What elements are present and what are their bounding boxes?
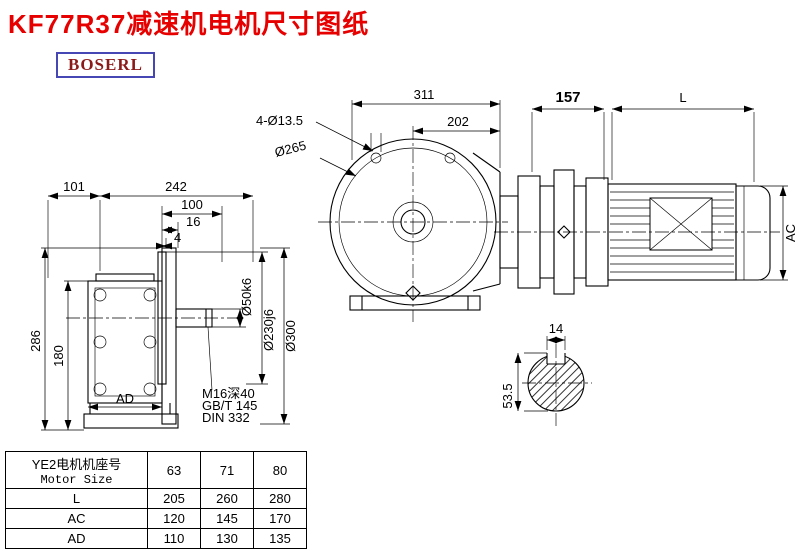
cell-L-71: 260	[200, 488, 254, 509]
gear-housing	[87, 280, 163, 404]
front-view-dimensions: 311 202 4-Ø13.5 Ø265	[256, 87, 501, 177]
table-size-col-2: 71	[200, 451, 254, 489]
housing-bolt	[93, 288, 107, 302]
table-header-en: Motor Size	[40, 472, 113, 487]
shaft-section-view	[522, 344, 592, 426]
dim-d265: Ø265	[273, 138, 307, 160]
dim-53-5: 53.5	[500, 383, 515, 408]
dim-101: 101	[63, 179, 85, 194]
table-size-col-1: 63	[147, 451, 201, 489]
flange-bolt-hole	[370, 152, 382, 164]
table-row-AC: AC 120 145 170	[5, 508, 307, 529]
cell-AD-63: 110	[147, 528, 201, 549]
dim-AD: AD	[116, 391, 134, 406]
standard-note-din: DIN 332	[202, 410, 250, 425]
shaft-section-dimensions: 14 53.5	[500, 321, 566, 412]
flange-plug	[557, 225, 571, 239]
motor-view	[494, 169, 780, 295]
side-view-dimensions: 101 242 100 16 4 286 180 AD Ø50k6	[28, 179, 298, 431]
fan-cover	[735, 185, 771, 281]
row-label-L: L	[5, 488, 148, 509]
housing-foot	[349, 295, 481, 311]
dim-d50: Ø50k6	[239, 278, 254, 316]
front-view	[318, 126, 508, 322]
cell-AD-71: 130	[200, 528, 254, 549]
table-row-AD: AD 110 130 135	[5, 528, 307, 549]
table-size-col-3: 80	[253, 451, 307, 489]
cell-AD-80: 135	[253, 528, 307, 549]
mounting-base	[83, 413, 179, 429]
dim-242: 242	[165, 179, 187, 194]
output-flange	[161, 247, 177, 425]
row-label-AC: AC	[5, 508, 148, 529]
cell-AC-71: 145	[200, 508, 254, 529]
cell-L-80: 280	[253, 488, 307, 509]
brand-logo: BOSERL	[56, 52, 155, 78]
dim-14: 14	[549, 321, 563, 336]
dim-L: L	[679, 90, 686, 105]
dim-d300: Ø300	[283, 320, 298, 352]
table-row-L: L 205 260 280	[5, 488, 307, 509]
page-title: KF77R37减速机电机尺寸图纸	[8, 9, 370, 39]
dim-AC: AC	[783, 224, 798, 242]
standard-note-gbt: GB/T 145	[202, 398, 257, 413]
table-header-row: YE2电机机座号 Motor Size 63 71 80	[5, 451, 307, 489]
dim-d230: Ø230j6	[261, 309, 276, 351]
oil-plug	[405, 285, 421, 301]
cell-AC-63: 120	[147, 508, 201, 529]
dim-202: 202	[447, 114, 469, 129]
cell-L-63: 205	[147, 488, 201, 509]
dim-180: 180	[51, 345, 66, 367]
dim-16: 16	[186, 214, 200, 229]
motor-view-dimensions: 157 L AC	[531, 89, 798, 281]
dim-286: 286	[28, 330, 43, 352]
thread-note: M16深40	[202, 386, 255, 401]
dim-311: 311	[414, 87, 435, 102]
dim-bolt-holes: 4-Ø13.5	[256, 113, 303, 128]
motor-size-table: YE2电机机座号 Motor Size 63 71 80 L 205 260 2…	[5, 451, 307, 549]
row-label-AD: AD	[5, 528, 148, 549]
table-header-cn: YE2电机机座号	[31, 456, 122, 472]
dim-4: 4	[174, 230, 181, 245]
dim-157: 157	[555, 89, 580, 106]
dim-100: 100	[181, 197, 203, 212]
cell-AC-80: 170	[253, 508, 307, 529]
table-header-motor-size: YE2电机机座号 Motor Size	[5, 451, 148, 489]
